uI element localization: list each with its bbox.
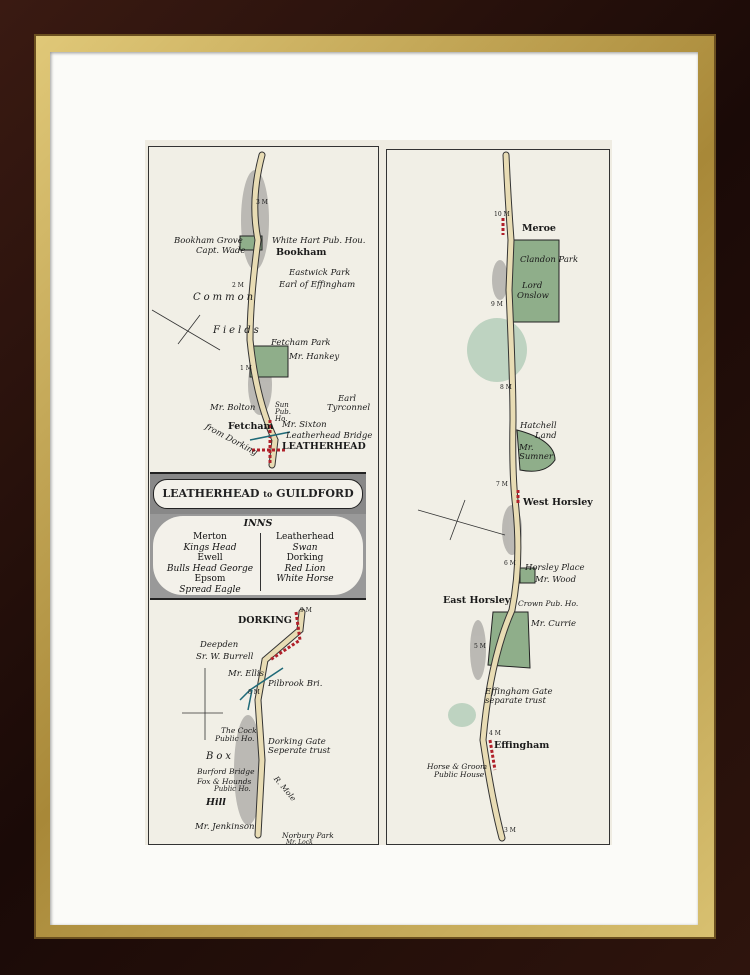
label-crown-pub: Crown Pub. Ho. — [518, 599, 579, 608]
label-fetcham: Fetcham — [228, 421, 274, 432]
label-cock-public-house: Public Ho. — [215, 734, 255, 743]
inn-name: Swan — [292, 542, 318, 553]
label-separate-trust: separate trust — [485, 696, 546, 706]
label-mr-lock: Mr. Lock — [286, 839, 313, 846]
milestone-3m-left: 3 M — [256, 199, 268, 206]
label-mr-currie: Mr. Currie — [531, 619, 577, 629]
label-mr-jenkinson: Mr. Jenkinson — [195, 822, 255, 832]
inn-name: Kings Head — [183, 542, 237, 553]
label-bookham: Bookham — [276, 247, 327, 258]
label-the-cock: The Cock — [221, 726, 257, 735]
milestone-8m-right: 8 M — [500, 384, 512, 391]
label-dorking: DORKING — [238, 615, 292, 626]
milestone-9m: 9 M — [300, 607, 312, 614]
inns-divider — [260, 533, 261, 591]
title-to: to — [263, 489, 273, 499]
label-onslow: Onslow — [517, 291, 549, 301]
label-hill: Hill — [206, 797, 226, 808]
compass-arrows — [151, 309, 506, 740]
inns-panel: INNS Merton Kings Head Ewell Bulls Head … — [150, 514, 366, 600]
label-horse-groom: Horse & Groom — [427, 762, 488, 771]
label-leatherhead-bridge: Leatherhead Bridge — [286, 431, 373, 441]
rivers — [239, 431, 291, 711]
label-mr-ellis: Mr. Ellis — [228, 669, 264, 679]
label-land: Land — [535, 431, 557, 441]
label-meroe: Meroe — [522, 223, 556, 234]
milestone-6m: 6 M — [504, 560, 516, 567]
label-west-horsley: West Horsley — [523, 497, 593, 508]
label-east-horsley: East Horsley — [443, 595, 511, 606]
inn-town: Epsom — [194, 574, 226, 584]
label-leatherhead: LEATHERHEAD — [282, 441, 366, 452]
label-burrell: Sr. W. Burrell — [196, 652, 254, 662]
label-earl-effingham: Earl of Effingham — [279, 280, 356, 290]
milestone-5m: 5 M — [474, 643, 486, 650]
label-fox-public-house: Public Ho. — [214, 785, 251, 793]
label-bookham-grove: Bookham Grove — [174, 236, 243, 246]
label-sun-pub: Sun Pub. Ho. — [275, 401, 291, 423]
label-seperate-trust: Seperate trust — [268, 746, 331, 756]
label-eastwick-park: Eastwick Park — [289, 268, 351, 278]
label-mr-wood: Mr. Wood — [535, 575, 577, 585]
label-mr-sixton: Mr. Sixton — [282, 420, 327, 430]
inn-name: Red Lion — [284, 563, 326, 574]
inns-left-column: Merton Kings Head Ewell Bulls Head Georg… — [161, 532, 259, 595]
title-from: LEATHERHEAD — [162, 487, 260, 500]
milestone-10m: 10 M — [494, 211, 510, 218]
label-pilbrook-bridge: Pilbrook Bri. — [268, 679, 323, 689]
milestone-1m: 1 M — [240, 365, 252, 372]
milestone-8m: 8 M — [248, 689, 260, 696]
label-fetcham-park: Fetcham Park — [271, 338, 331, 348]
parks — [239, 235, 560, 669]
roads — [247, 152, 521, 841]
label-hatchell: Hatchell — [520, 421, 557, 431]
inn-town: Leatherhead — [276, 532, 334, 542]
inn-town: Dorking — [286, 553, 324, 563]
label-lord: Lord — [522, 281, 543, 291]
label-common: Common — [193, 292, 257, 303]
label-white-hart: White Hart Pub. Hou. — [272, 236, 366, 246]
milestone-2m: 2 M — [232, 282, 244, 289]
label-mr-bolton: Mr. Bolton — [210, 403, 256, 413]
milestone-3m-right: 3 M — [504, 827, 516, 834]
label-public-house: Public House — [434, 770, 485, 779]
label-box: Box — [206, 751, 235, 762]
title-destination: GUILDFORD — [276, 487, 354, 500]
label-earl-tyrconnel: Earl Tyrconnel — [327, 394, 371, 413]
label-burford-bridge: Burford Bridge — [197, 767, 255, 776]
label-mr-sumner: Mr. Sumner — [519, 443, 553, 462]
label-horsley-place: Horsley Place — [525, 563, 585, 573]
milestone-4m: 4 M — [489, 730, 501, 737]
label-effingham: Effingham — [494, 740, 550, 751]
right-strip — [386, 149, 610, 845]
inns-right-column: Leatherhead Swan Dorking Red Lion White … — [265, 532, 345, 585]
inns-heading: INNS — [243, 518, 273, 529]
title-cartouche: LEATHERHEAD to GUILDFORD — [150, 472, 366, 516]
inn-town: Ewell — [197, 553, 223, 563]
inn-name: White Horse — [276, 574, 334, 584]
label-effingham-gate: Effingham Gate — [485, 687, 553, 697]
milestone-9m-right: 9 M — [491, 301, 503, 308]
towns — [252, 218, 520, 771]
inn-name: Bulls Head George — [166, 563, 254, 574]
label-deepden: Deepden — [200, 640, 239, 650]
label-dorking-gate: Dorking Gate — [268, 737, 326, 747]
label-fields: Fields — [213, 325, 262, 336]
label-cap-wade: Capt. Wade — [196, 246, 246, 256]
label-mr-hankey: Mr. Hankey — [289, 352, 340, 362]
label-norbury-park: Norbury Park — [282, 831, 334, 840]
label-fox-hounds: Fox & Hounds — [197, 777, 252, 786]
label-clandon-park: Clandon Park — [520, 255, 579, 265]
inn-name: Spread Eagle — [179, 584, 241, 595]
inn-town: Merton — [193, 532, 227, 542]
milestone-7m: 7 M — [496, 481, 508, 488]
